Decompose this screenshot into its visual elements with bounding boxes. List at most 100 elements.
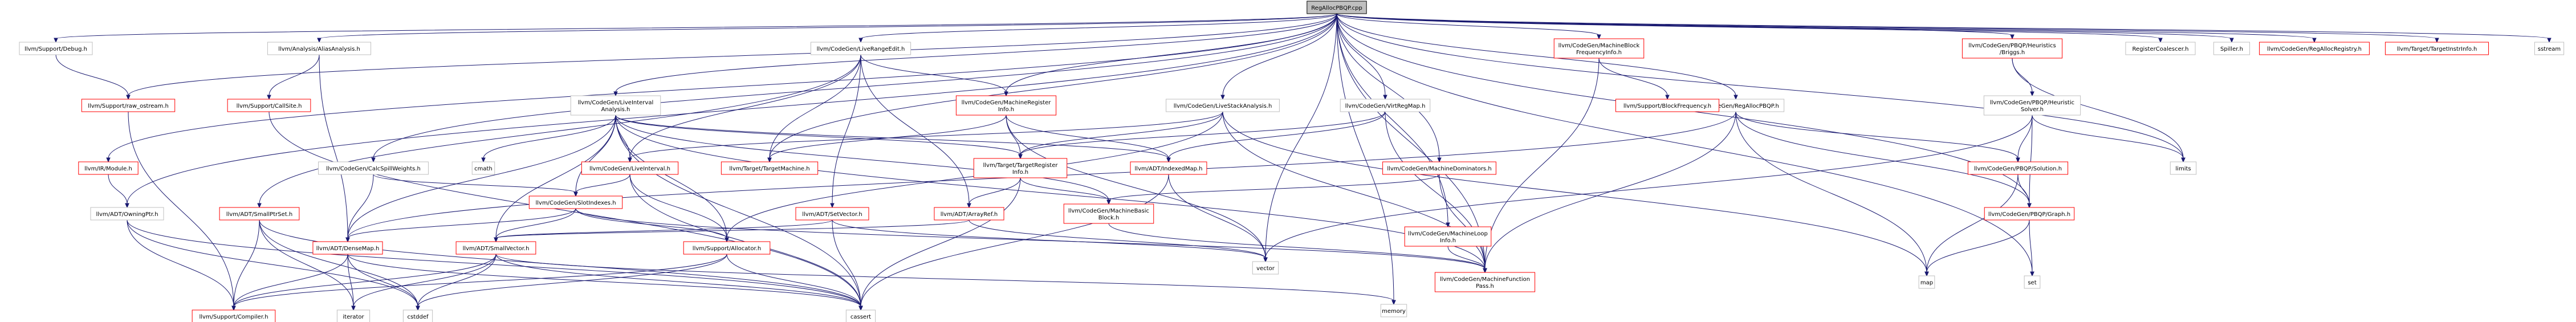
edge-vrm-imap [1166,111,1386,163]
node-label: llvm/IR/Module.h [84,166,132,172]
edge-root-spiller [1336,13,2234,43]
node-box [1615,99,1720,112]
node-svec[interactable]: llvm/ADT/SmallVector.h [455,241,536,255]
node-box [581,161,679,175]
node-label: llvm/CodeGen/VirtRegMap.h [1345,103,1426,109]
node-label: llvm/CodeGen/LiveRangeEdit.h [817,46,905,52]
node-tm[interactable]: llvm/Target/TargetMachine.h [721,161,819,175]
node-spset[interactable]: llvm/ADT/SmallPtrSet.h [219,207,300,221]
node-li[interactable]: llvm/CodeGen/LiveInterval.h [581,161,679,175]
node-alloc[interactable]: llvm/Support/Allocator.h [683,241,771,255]
node-box [683,241,771,255]
node-label: llvm/Support/Compiler.h [199,314,268,320]
node-callsite[interactable]: llvm/Support/CallSite.h [227,99,311,112]
node-label: llvm/Support/raw_ostream.h [88,103,169,109]
node-briggs[interactable]: llvm/CodeGen/PBQP/Heuristics/Briggs.h [1961,38,2063,59]
node-blockfreq[interactable]: llvm/Support/BlockFrequency.h [1615,99,1720,112]
node-box [1307,1,1367,14]
edge-root-tm [767,13,1337,163]
node-graph[interactable]: llvm/CodeGen/PBQP/Graph.h [1984,207,2075,221]
edge-root-rareg [1336,13,2317,43]
node-box [2259,42,2370,55]
node-root[interactable]: RegAllocPBQP.cpp [1307,1,1367,14]
node-box [1553,38,1645,59]
node-irmod[interactable]: llvm/IR/Module.h [78,161,139,175]
node-mdom[interactable]: llvm/CodeGen/MachineDominators.h [1382,161,1496,175]
edge-mri-vector [1006,115,1268,263]
node-box [955,95,1057,116]
node-box [1382,161,1496,175]
node-compiler[interactable]: llvm/Support/Compiler.h [192,309,276,322]
edge-mdom-mbb [1106,174,1440,205]
edge-calc-dmap [345,174,374,243]
edge-tri-cassert [858,177,1021,311]
node-label: llvm/ADT/IndexedMap.h [1135,166,1203,172]
node-rareg[interactable]: llvm/CodeGen/RegAllocRegistry.h [2259,42,2370,55]
node-label: llvm/CodeGen/PBQP/Graph.h [1988,211,2070,218]
node-box [227,99,311,112]
node-box [402,309,433,322]
edge-rapbqph-solution [1735,111,2020,163]
edge-lre-setvec [830,54,861,209]
node-raw[interactable]: llvm/Support/raw_ostream.h [81,99,176,112]
node-box [1130,161,1207,175]
node-label: Spiller.h [2220,46,2243,52]
edge-rapbqph-mfp [1483,111,1736,274]
node-label: llvm/Analysis/AliasAnalysis.h [278,46,360,52]
node-lre: llvm/CodeGen/LiveRangeEdit.h [810,42,911,55]
edge-imap-cassert [858,174,1169,311]
edge-solution-map [1924,174,2019,277]
edge-lia-tri [615,115,1023,160]
edge-irmod-owning [108,174,129,209]
node-solution[interactable]: llvm/CodeGen/PBQP/Solution.h [1967,161,2069,175]
node-memory: memory [1380,304,1407,317]
node-cstddef: cstddef [402,309,433,322]
node-vector: vector [1252,261,1279,275]
edge-root-lre [858,13,1337,43]
node-calc: llvm/CodeGen/CalcSpillWeights.h [318,161,429,175]
node-label: llvm/Target/TargetInstrInfo.h [2397,46,2477,52]
edge-lia-dmap [345,115,616,243]
edge-svec-iterator [351,254,497,311]
edge-aa-callsite [267,54,320,100]
edge-spset-cstddef [259,219,420,311]
edge-calc-slot [373,174,578,197]
node-box [1166,99,1280,112]
node-label: llvm/CodeGen/LiveStackAnalysis.h [1174,103,1272,109]
node-tii[interactable]: llvm/Target/TargetInstrInfo.h [2384,42,2489,55]
node-label: llvm/Support/CallSite.h [237,103,302,109]
edge-alloc-cstddef [416,254,727,311]
node-label: llvm/CodeGen/LiveInterval.h [589,166,670,172]
node-box [845,309,876,322]
edge-li-slot [573,174,630,197]
edge-root-vrm [1336,13,1387,100]
edge-owning-compiler [127,219,236,311]
node-label: map [1920,280,1933,286]
node-label: llvm/ADT/DenseMap.h [316,246,380,252]
node-slot[interactable]: llvm/CodeGen/SlotIndexes.h [528,195,623,209]
node-box [312,241,383,255]
node-label: sstream [2538,46,2561,52]
edge-solution-graph [2017,174,2032,209]
node-dmap[interactable]: llvm/ADT/DenseMap.h [312,241,383,255]
node-setvec[interactable]: llvm/ADT/SetVector.h [795,207,869,221]
node-vrm: llvm/CodeGen/VirtRegMap.h [1340,99,1431,112]
node-sstream: sstream [2534,42,2565,55]
node-imap[interactable]: llvm/ADT/IndexedMap.h [1130,161,1207,175]
node-label: llvm/ADT/SetVector.h [802,211,862,218]
node-box [192,309,276,322]
node-box [1967,161,2069,175]
edge-root-vector [1263,13,1337,263]
edge-briggs-solver [2012,58,2034,97]
node-aref[interactable]: llvm/ADT/ArrayRef.h [934,207,1004,221]
node-label: llvm/ADT/SmallPtrSet.h [226,211,292,218]
